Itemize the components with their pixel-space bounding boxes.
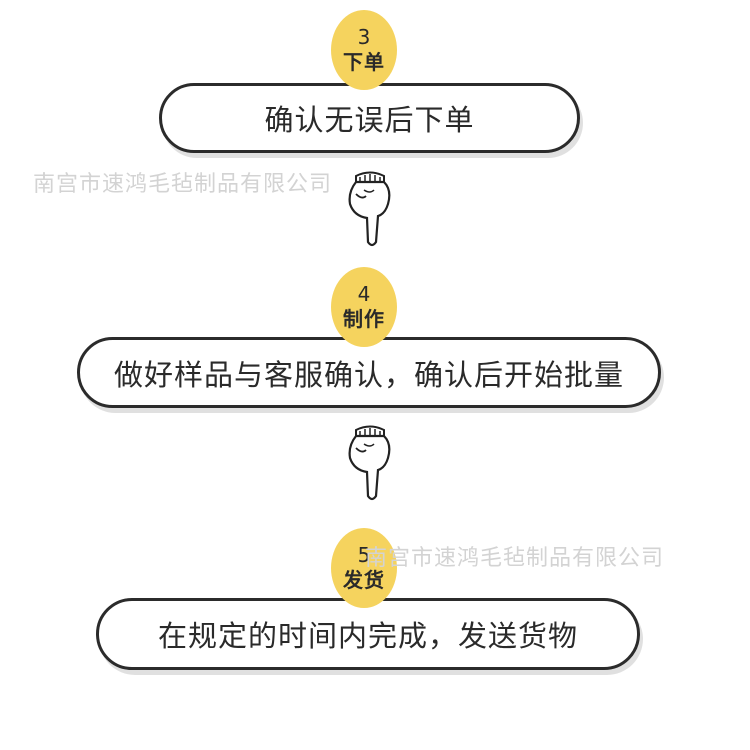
step-5-description-box: 在规定的时间内完成，发送货物 [96,598,640,670]
step-3-number: 3 [357,25,371,49]
step-3-title: 下单 [343,50,385,74]
step-4-badge: 4 制作 [331,267,397,347]
watermark-bottom: 南宫市速鸿毛毡制品有限公司 [365,546,665,571]
step-3-description: 确认无误后下单 [264,103,475,137]
step-5-description: 在规定的时间内完成，发送货物 [157,619,578,653]
pointing-down-hand-icon [348,425,391,501]
step-4-title: 制作 [343,307,385,331]
step-3-description-box: 确认无误后下单 [159,83,580,153]
step-5-badge: 5 发货 [331,528,397,608]
step-3-badge: 3 下单 [331,10,397,90]
step-4-number: 4 [357,282,371,306]
pointing-down-hand-icon [348,171,391,247]
step-5-title: 发货 [343,568,385,592]
step-4-description-box: 做好样品与客服确认，确认后开始批量 [77,337,661,408]
step-5-number: 5 [357,543,371,567]
watermark-top: 南宫市速鸿毛毡制品有限公司 [33,172,333,197]
step-4-description: 做好样品与客服确认，确认后开始批量 [113,357,624,392]
